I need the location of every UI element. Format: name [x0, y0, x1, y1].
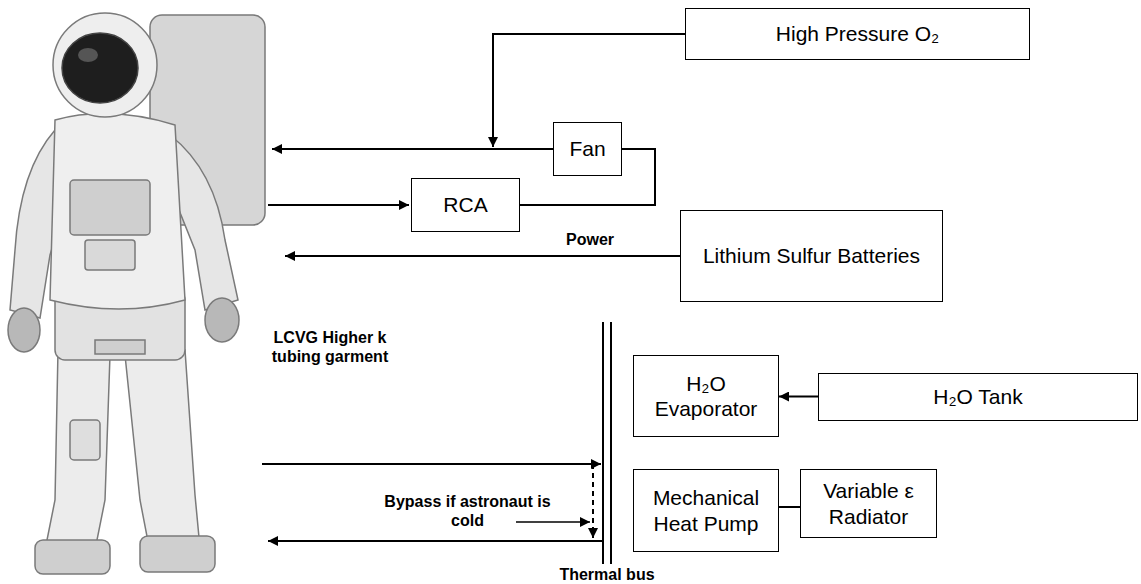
thermal-bus-line: [610, 322, 612, 564]
lcvg-return-line: [268, 540, 603, 542]
power-label: Power: [560, 230, 620, 249]
box-text: Lithium Sulfur Batteries: [703, 243, 920, 268]
bus-label: Thermal bus: [557, 565, 657, 584]
box-text: High Pressure O₂: [776, 21, 939, 46]
battery-box: Lithium Sulfur Batteries: [680, 210, 943, 302]
flow-lines: [262, 34, 685, 564]
box-text: H₂O Tank: [933, 384, 1022, 409]
box-text: Fan: [569, 136, 605, 161]
rca-box: RCA: [411, 178, 520, 232]
bypass-line: [592, 464, 594, 538]
astronaut-figure: [8, 13, 265, 574]
fan-box: Fan: [553, 122, 622, 176]
thermal-bus-line: [602, 322, 604, 564]
supply-line: [272, 148, 553, 150]
box-text: Mechanical Heat Pump: [642, 485, 770, 535]
box-text: Variable ε Radiator: [809, 478, 928, 528]
box-text: RCA: [443, 192, 487, 217]
bypass-pointer: [516, 521, 590, 523]
supply-box: High Pressure O₂: [685, 8, 1030, 60]
flow-connector: [779, 506, 800, 508]
box-text: H₂O Evaporator: [642, 371, 770, 421]
garment-label: LCVG Higher k tubing garment: [255, 328, 405, 366]
tank-box: H₂O Tank: [818, 373, 1138, 421]
power-line: [285, 255, 680, 257]
heat-pump-box: Mechanical Heat Pump: [633, 469, 779, 552]
lcvg-out-line: [262, 463, 601, 465]
radiator-box: Variable ε Radiator: [800, 469, 937, 538]
bypass-label: Bypass if astronaut is cold: [375, 492, 560, 530]
return-gas-line: [268, 204, 409, 206]
evaporator-box: H₂O Evaporator: [633, 355, 779, 437]
flow-connector: [779, 396, 818, 398]
